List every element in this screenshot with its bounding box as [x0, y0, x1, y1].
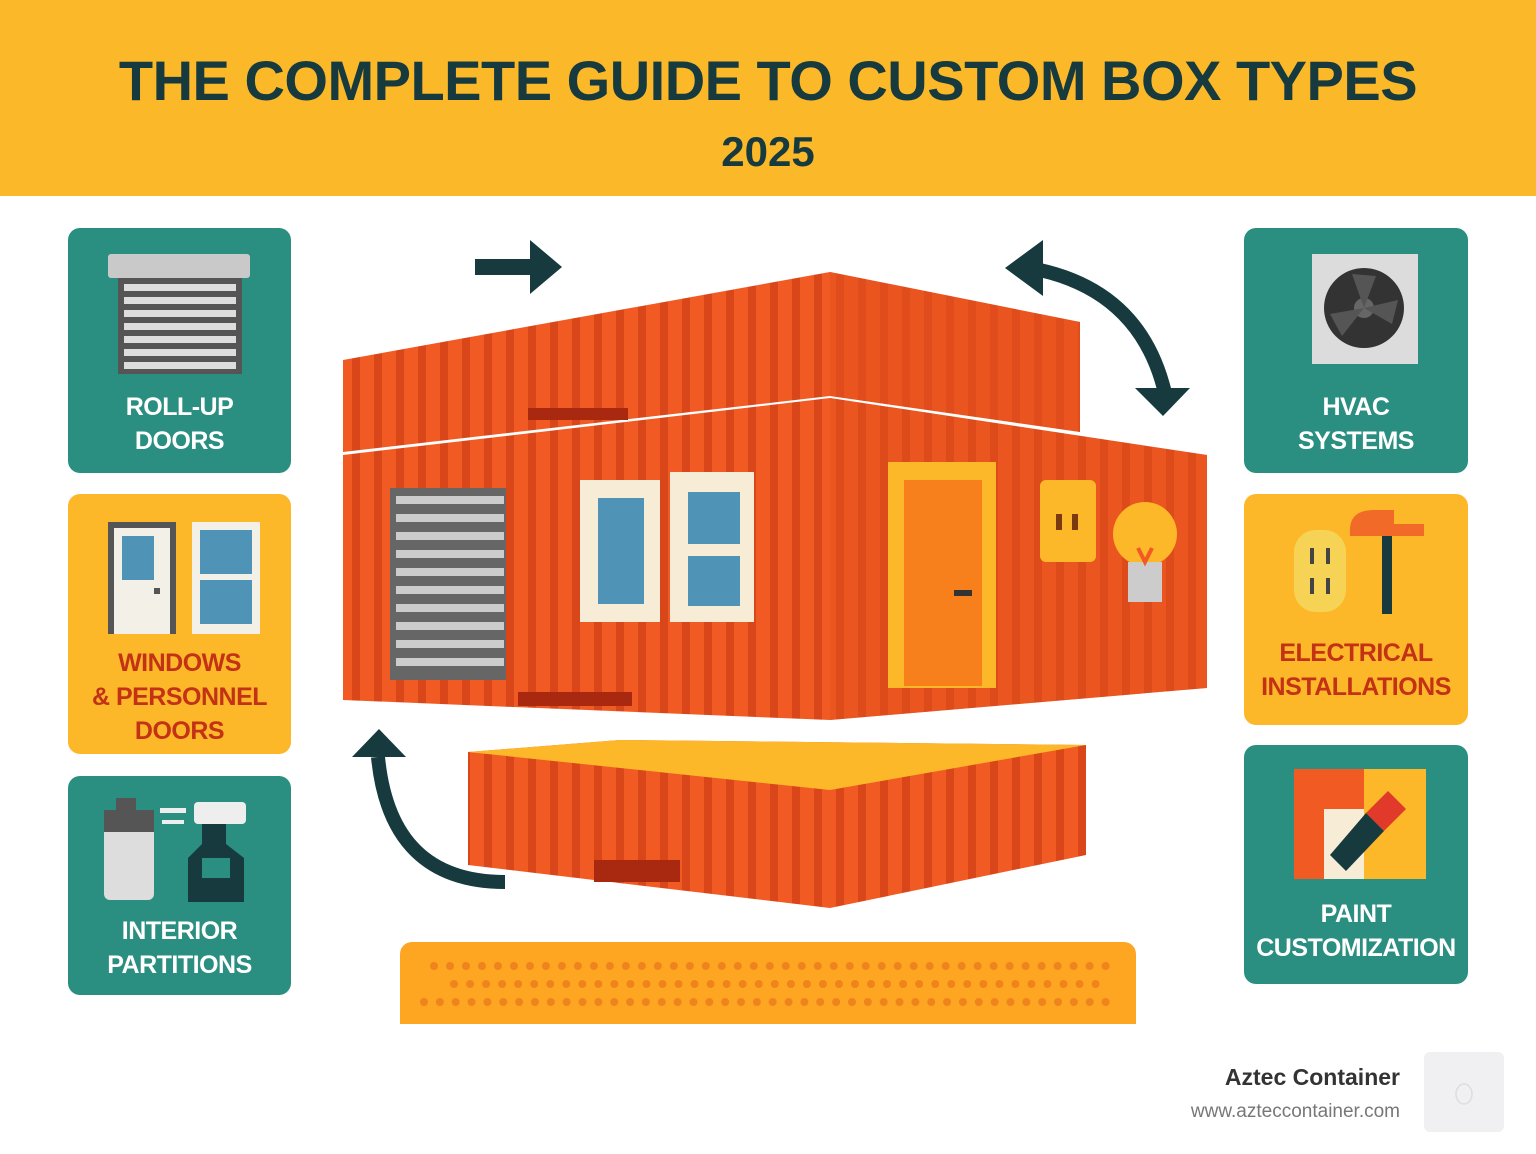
brand-url[interactable]: www.azteccontainer.com: [1190, 1101, 1400, 1122]
window-door-icon: [108, 522, 260, 634]
ac-unit-icon: [1312, 254, 1418, 364]
header-banner: THE COMPLETE GUIDE TO CUSTOM BOX TYPES 2…: [0, 0, 1536, 196]
brand-name: Aztec Container: [1224, 1064, 1400, 1090]
brand-logo: [1424, 1052, 1504, 1132]
brand-block: Aztec Container www.azteccontainer.com: [1191, 1064, 1400, 1123]
text-placeholder-line: [450, 980, 1100, 996]
description-panel: [400, 942, 1136, 1024]
outlet-hammer-icon: [1294, 510, 1424, 614]
bear-logo-icon: [1455, 1083, 1473, 1105]
roll-up-door-icon: [108, 254, 250, 374]
card-label: INTERIOR PARTITIONS: [107, 917, 252, 979]
page-title: THE COMPLETE GUIDE TO CUSTOM BOX TYPES: [118, 49, 1418, 112]
year-subtitle: 2025: [721, 128, 815, 175]
arrow-curved-icon: [352, 729, 506, 889]
card-label: ELECTRICAL INSTALLATIONS: [1261, 639, 1451, 701]
card-roll-up-doors: ROLL-UP DOORS: [68, 228, 291, 473]
card-paint: PAINT CUSTOMIZATION: [1244, 745, 1468, 984]
arrow-right-icon: [475, 240, 562, 294]
card-label: ROLL-UP DOORS: [125, 393, 234, 455]
card-label: PAINT CUSTOMIZATION: [1256, 900, 1456, 962]
card-interior-partitions: INTERIOR PARTITIONS: [68, 776, 291, 995]
text-placeholder-line: [420, 998, 1110, 1014]
text-placeholder-line: [430, 962, 1110, 978]
arrow-curved-icon: [1028, 261, 1172, 395]
card-label: HVAC SYSTEMS: [1298, 393, 1414, 455]
card-label: WINDOWS & PERSONNEL DOORS: [91, 649, 268, 745]
paintbrush-icon: [1294, 769, 1426, 879]
card-electrical: ELECTRICAL INSTALLATIONS: [1244, 494, 1468, 725]
container-illustration: [343, 240, 1207, 908]
card-windows-doors: WINDOWS & PERSONNEL DOORS: [68, 494, 291, 754]
card-hvac: HVAC SYSTEMS: [1244, 228, 1468, 473]
spray-bottle-icon: [104, 798, 246, 902]
